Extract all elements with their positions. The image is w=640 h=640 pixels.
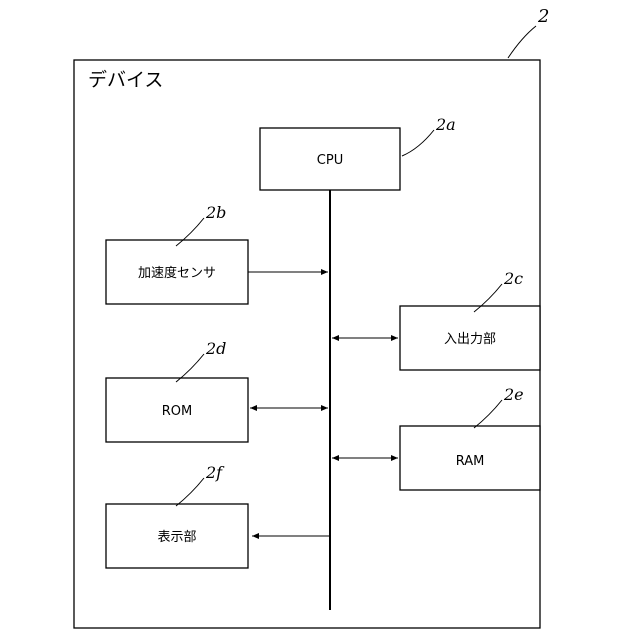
rom-label: ROM bbox=[162, 404, 192, 419]
io-unit-label: 入出力部 bbox=[444, 332, 496, 347]
cpu-label: CPU bbox=[317, 153, 343, 168]
device-ref-leader bbox=[508, 26, 536, 58]
accel-ref-label: 2b bbox=[205, 203, 226, 222]
ram-ref-leader bbox=[474, 400, 502, 428]
display-ref-label: 2f bbox=[205, 463, 225, 482]
ram-label: RAM bbox=[456, 454, 485, 469]
ram-ref-label: 2e bbox=[503, 385, 524, 404]
cpu-ref-label: 2a bbox=[435, 115, 456, 134]
io-ref-label: 2c bbox=[503, 269, 523, 288]
device-title: デバイス bbox=[88, 69, 163, 91]
device-ref-label: 2 bbox=[537, 6, 549, 27]
accel-sensor-label: 加速度センサ bbox=[138, 265, 216, 281]
rom-ref-label: 2d bbox=[205, 339, 226, 358]
display-unit-label: 表示部 bbox=[157, 530, 196, 545]
display-ref-leader bbox=[176, 478, 204, 506]
cpu-ref-leader bbox=[402, 130, 434, 156]
